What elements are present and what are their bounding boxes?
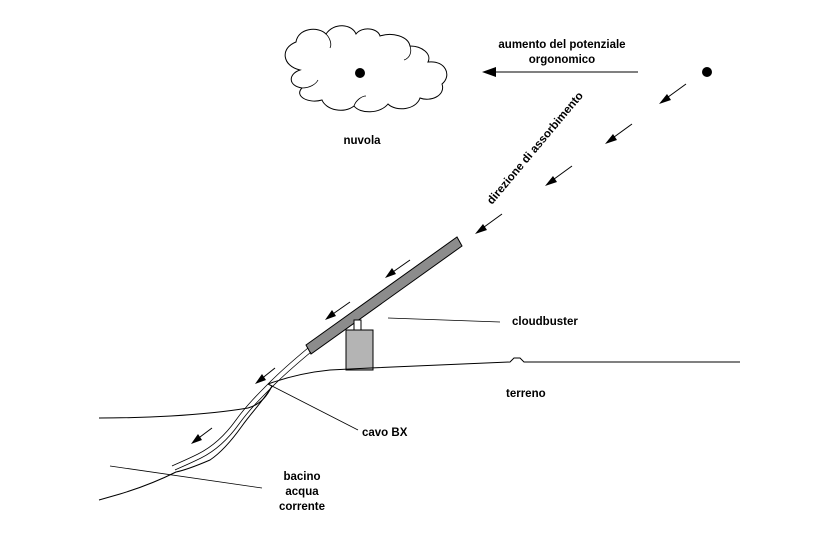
cloud-inner-curl-4	[353, 95, 367, 107]
potential-arrowhead	[482, 67, 496, 77]
tube-arrows	[325, 259, 411, 320]
cloud-label: nuvola	[343, 135, 381, 147]
cloudbuster-leader-line	[387, 317, 501, 323]
cable-label: cavo BX	[362, 427, 408, 439]
cloud-center-dot	[355, 68, 365, 78]
cloud-inner-curl-2	[403, 45, 412, 61]
slope-outline	[98, 383, 273, 419]
absorption-direction-label: direzione di assorbimento	[485, 90, 586, 207]
cloud-inner-curl-1	[325, 33, 332, 49]
cable-arrows	[191, 367, 276, 444]
source-dot	[702, 67, 712, 77]
cloudbuster-tube	[305, 236, 463, 355]
water-basin-surface	[109, 465, 263, 489]
cloudbuster-base	[345, 329, 374, 371]
potential-label-line1: aumento del potenziale	[498, 39, 625, 51]
ground-label: terreno	[506, 388, 546, 400]
water-label-line3: corrente	[279, 501, 325, 513]
cable-leader-line	[271, 385, 359, 431]
cloudbuster-pivot	[353, 319, 362, 331]
absorption-arrows	[475, 83, 687, 234]
cloud-inner-curl-3	[301, 79, 319, 89]
potential-label-line2: orgonomico	[529, 54, 595, 66]
slope-lower-outline	[98, 385, 273, 501]
ground-line	[267, 357, 740, 385]
water-label-line1: bacino	[283, 471, 320, 483]
bx-cable	[171, 347, 312, 471]
cloud-shape	[284, 25, 448, 113]
water-label-line2: acqua	[285, 486, 319, 498]
cloudbuster-label: cloudbuster	[512, 316, 578, 328]
